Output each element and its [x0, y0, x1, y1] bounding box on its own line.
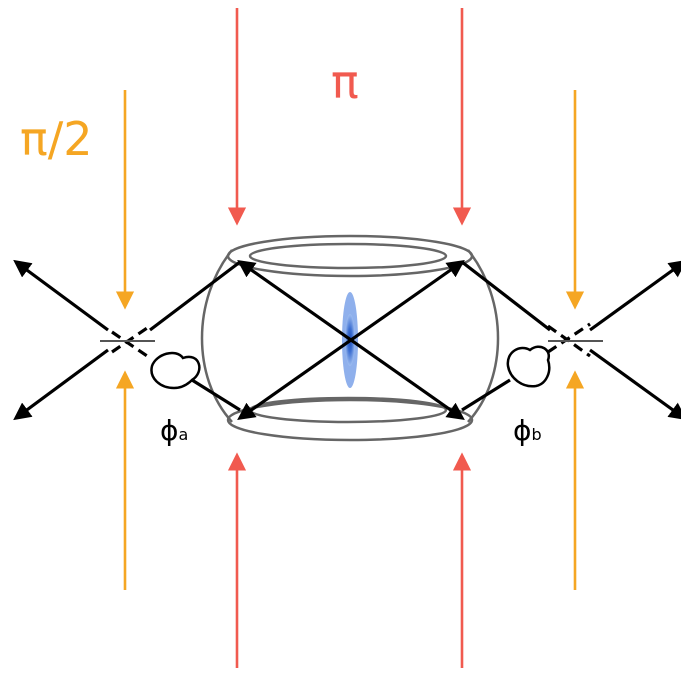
left-dash-2 — [111, 324, 151, 354]
right-output-up — [589, 259, 681, 332]
phi-b-label: ϕb — [513, 414, 542, 447]
cavity-diagonal-2 — [237, 259, 465, 421]
left-upper-arm — [149, 260, 241, 332]
right-upper-arm — [461, 260, 551, 332]
pi-half-label: π/2 — [20, 112, 92, 166]
cavity-right-wall — [467, 249, 500, 423]
phi-b-symbol: ϕ — [513, 414, 531, 447]
right-output-down — [589, 348, 681, 421]
phi-a-label: ϕa — [160, 414, 188, 447]
left-dash-1 — [111, 330, 151, 360]
top-mirror-inner — [248, 242, 448, 270]
pi-label: π — [331, 55, 359, 109]
cavity-left-wall — [200, 249, 233, 423]
right-lower-arm — [461, 378, 511, 412]
cavity-beam-paths — [237, 259, 465, 421]
left-interferometer — [13, 259, 241, 421]
pi-beams — [227, 8, 472, 668]
right-dash-2 — [547, 322, 591, 354]
pi-half-beams — [115, 90, 585, 590]
phase-shifter-b-icon — [506, 345, 551, 388]
bottom-mirror-outer — [226, 398, 474, 442]
bottom-mirror-inner — [248, 396, 448, 424]
top-mirror-outer — [226, 234, 474, 278]
left-output-up — [13, 259, 109, 332]
left-lower-arm — [191, 378, 241, 412]
phase-shifter-a-icon — [150, 351, 201, 390]
phi-a-symbol: ϕ — [160, 414, 178, 447]
phi-a-subscript: a — [178, 425, 188, 444]
left-output-down — [13, 348, 109, 421]
phi-b-subscript: b — [531, 425, 541, 444]
